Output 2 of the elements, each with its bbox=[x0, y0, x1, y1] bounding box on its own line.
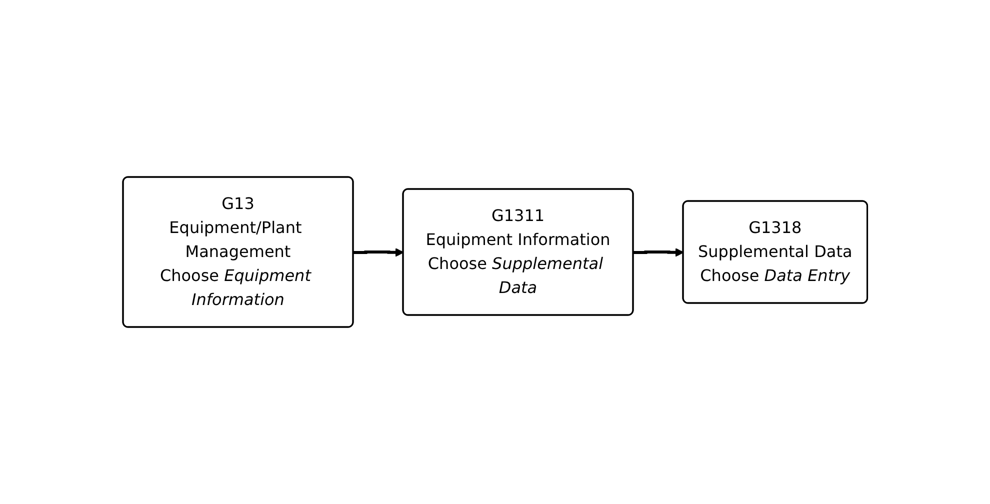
arrow bbox=[353, 248, 404, 257]
arrow bbox=[633, 248, 684, 257]
